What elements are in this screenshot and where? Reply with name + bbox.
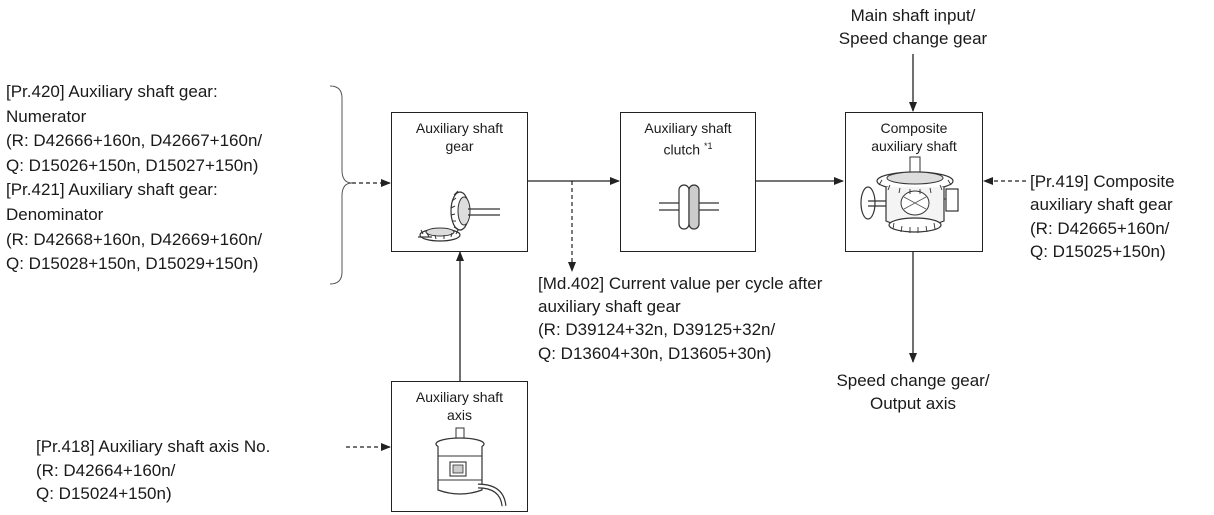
gear-param-line: [Pr.421] Auxiliary shaft gear: [6, 180, 218, 200]
axis-param-line: [Pr.418] Auxiliary shaft axis No. [36, 437, 271, 456]
composite-param-line: Q: D15025+150n) [1030, 242, 1166, 262]
axis-box-title-line2: axis [447, 407, 472, 423]
main-input-line1: Main shaft input/ [850, 6, 976, 25]
composite-box-title-line1: Composite [880, 120, 948, 136]
current-value-line: Q: D13604+30n, D13605+30n) [538, 343, 772, 363]
current-value-line: (R: D39124+32n, D39125+32n/ [538, 320, 776, 340]
axis-param-line: (R: D42664+160n/ [36, 460, 176, 480]
axis-param-block: [Pr.418] Auxiliary shaft axis No. (R: D4… [36, 435, 270, 506]
bevel-gear-icon [418, 190, 500, 242]
axis-box-title: Auxiliary shaft axis [392, 388, 527, 424]
clutch-box-title-line2: clutch *1 [621, 137, 755, 159]
composite-box-title-line2: auxiliary shaft [871, 138, 957, 154]
gear-param-line: Numerator [6, 106, 87, 126]
axis-param-line: Q: D15024+150n) [36, 484, 172, 503]
output-line2: Output axis [870, 394, 956, 413]
gear-box-title: Auxiliary shaft gear [392, 119, 527, 155]
clutch-footnote: *1 [703, 141, 713, 151]
gear-param-line: Q: D15028+150n, D15029+150n) [6, 254, 259, 274]
clutch-label: clutch [663, 141, 701, 158]
composite-param-line: auxiliary shaft gear [1030, 195, 1173, 215]
clutch-box-title-line1: Auxiliary shaft [644, 120, 732, 136]
current-value-line: [Md.402] Current value per cycle after [538, 274, 823, 293]
gear-box-title-line1: Auxiliary shaft [415, 120, 504, 136]
auxiliary-shaft-clutch-box: Auxiliary shaft clutch *1 [620, 112, 756, 252]
composite-param-line: (R: D42665+160n/ [1030, 218, 1170, 238]
main-input-line2: Speed change gear [838, 29, 988, 48]
current-value-block: [Md.402] Current value per cycle after a… [538, 272, 822, 365]
current-value-line: auxiliary shaft gear [538, 297, 681, 317]
output-line1: Speed change gear/ [836, 371, 990, 390]
gear-box-title-line2: gear [445, 138, 474, 154]
gear-param-line: (R: D42668+160n, D42669+160n/ [6, 229, 263, 249]
axis-box-title-line1: Auxiliary shaft [415, 389, 504, 405]
gear-param-line: Denominator [6, 204, 104, 224]
gear-param-line: [Pr.420] Auxiliary shaft gear: [6, 82, 218, 101]
differential-gear-icon [860, 156, 959, 233]
auxiliary-shaft-axis-box: Auxiliary shaft axis [391, 381, 528, 512]
gear-params-block: [Pr.420] Auxiliary shaft gear: Numerator… [6, 80, 262, 277]
clutch-icon [659, 184, 719, 230]
composite-auxiliary-shaft-box: Composite auxiliary shaft [845, 112, 983, 252]
composite-box-title: Composite auxiliary shaft [846, 119, 982, 155]
param-brace [329, 85, 353, 285]
gear-param-line: Q: D15026+150n, D15027+150n) [6, 155, 259, 175]
servo-motor-icon [435, 427, 507, 507]
composite-gear-param-block: [Pr.419] Composite auxiliary shaft gear … [1030, 170, 1175, 264]
gear-param-line: (R: D42666+160n, D42667+160n/ [6, 131, 263, 151]
composite-param-line: [Pr.419] Composite [1030, 172, 1175, 191]
auxiliary-shaft-gear-box: Auxiliary shaft gear [391, 112, 528, 252]
main-input-label: Main shaft input/ Speed change gear [823, 4, 1003, 50]
clutch-box-title: Auxiliary shaft clutch *1 [621, 119, 755, 159]
output-label: Speed change gear/ Output axis [813, 369, 1013, 415]
